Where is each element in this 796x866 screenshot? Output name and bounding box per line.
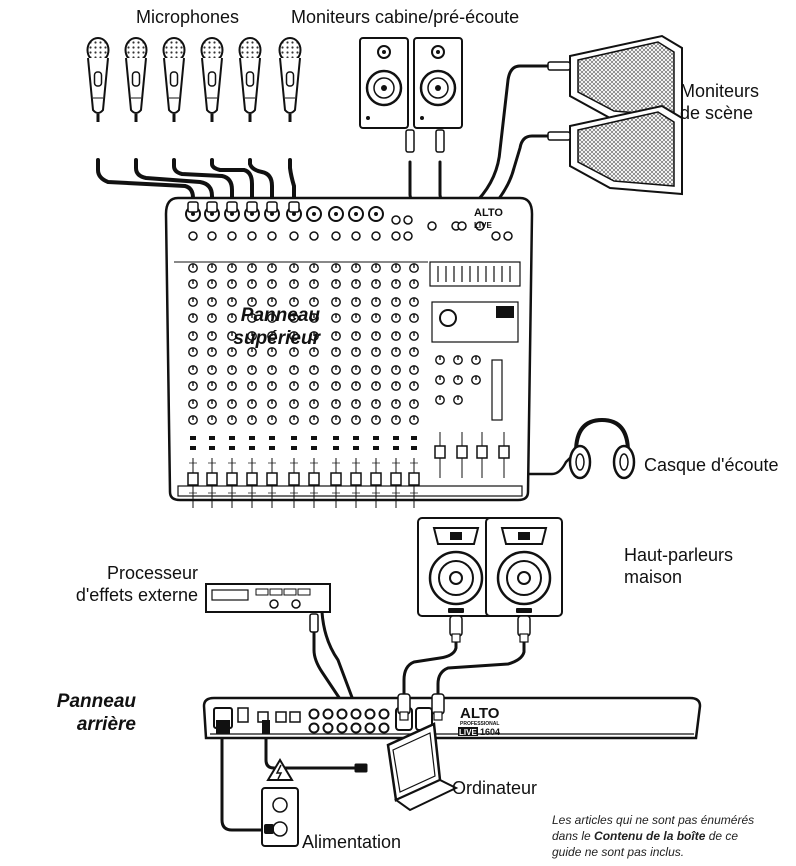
label-computer: Ordinateur [452,778,538,798]
label-power: Alimentation [302,832,402,852]
label-cabin-monitors: Moniteurs cabine/pré-écoute [291,7,520,27]
label-fx-processor-line1: Processeur [106,563,198,583]
mixer-rear-logo-sub: PROFESSIONAL [460,721,499,727]
label-stage-monitors-line1: Moniteurs [680,81,760,101]
footnote-line2-post: de ce [705,829,739,843]
microphone-4 [200,37,224,114]
footnote-line3: guide ne sont pas inclus. [552,845,685,859]
home-speaker-left [416,516,496,618]
label-home-speakers-line1: Haut-parleurs [624,545,734,565]
mixer-top-logo: ALTO [474,207,503,219]
mixer-rear-logo: ALTO [460,705,500,722]
footnote-line2: dans le Contenu de la boîte de ce [552,828,796,844]
headphones [568,417,636,480]
microphone-1 [86,37,110,114]
footnote-line1: Les articles qui ne sont pas énumérés [552,813,755,827]
footnote: Les articles qui ne sont pas énumérés da… [552,812,796,866]
microphone-6 [278,37,302,114]
mixer-top-panel: ALTO LIVE [164,196,534,508]
label-home-speakers-line2: maison [624,567,683,587]
power-outlet [261,758,299,847]
stage-monitor-bottom [569,105,683,195]
label-rear-panel-line2: arrière [76,714,136,735]
master-section [427,221,521,478]
booth-monitor-right [412,36,464,130]
label-top-panel: Panneau supérieur [233,304,320,350]
label-top-panel-line2: supérieur [233,328,320,349]
label-fx-processor-line2: d'effets externe [75,585,198,605]
mixer-top-model: LIVE [474,221,492,230]
label-top-panel-line1: Panneau [240,305,320,326]
microphone-3 [162,37,186,114]
label-fx-processor: Processeur d'effets externe [76,562,198,606]
label-microphones: Microphones [136,7,240,27]
microphone-2 [124,37,148,114]
computer [354,722,459,812]
label-home-speakers: Haut-parleurs maison [624,544,733,588]
mixer-rear-model-b: 1604 [480,727,500,737]
mixer-rear-panel: ALTO PROFESSIONAL LIVE 1604 [202,693,702,740]
fx-processor [205,583,331,633]
microphone-5 [238,37,262,114]
microphones [86,37,302,122]
label-rear-panel: Panneau arrière [57,690,136,736]
label-headphones: Casque d'écoute [644,455,779,475]
label-stage-monitors: Moniteurs de scène [680,80,759,124]
home-speaker-right [484,516,564,618]
footnote-line2-pre: dans le [552,829,595,843]
label-rear-panel-line1: Panneau [56,691,136,712]
footnote-line2-bold: Contenu de la boîte [594,829,706,843]
booth-monitors [358,36,464,153]
label-stage-monitors-line2: de scène [680,103,754,123]
booth-monitor-left [358,36,410,130]
stage-monitors [547,35,683,195]
mixer-rear-model-a: LIVE [459,728,477,737]
home-speakers [416,516,564,643]
